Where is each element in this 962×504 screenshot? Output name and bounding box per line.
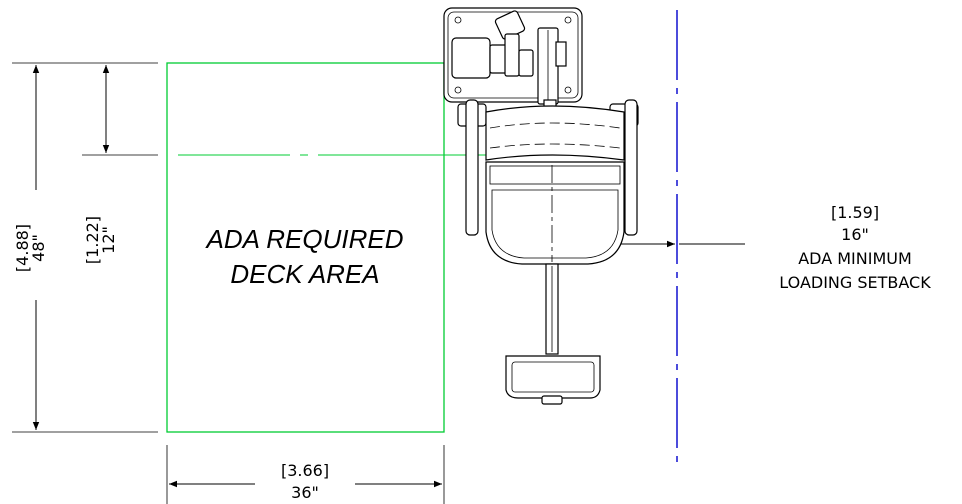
setback-label-line1: ADA MINIMUM [798, 249, 912, 268]
right-arm [624, 99, 638, 236]
setback-label-line2: LOADING SETBACK [779, 273, 931, 292]
deck-area-rect [166, 62, 445, 433]
dimension-height-outer: [4.88] 48" [12, 62, 158, 433]
dimension-height-inner: [1.22] 12" [82, 65, 158, 264]
dimension-setback: [1.59] 16" ADA MINIMUM LOADING SETBACK [552, 203, 931, 292]
seat-back [485, 105, 625, 161]
height-outer-metric: [4.88] [13, 224, 32, 272]
deck-area-label-line2: DECK AREA [230, 259, 379, 289]
deck-area-label-line1: ADA REQUIRED [205, 224, 404, 254]
setback-metric: [1.59] [831, 203, 879, 222]
height-outer-imperial: 48" [29, 234, 48, 262]
deck-area: ADA REQUIRED DECK AREA [166, 62, 560, 433]
seat [485, 161, 625, 265]
width-imperial: 36" [291, 483, 319, 502]
footrest [505, 355, 601, 399]
dimension-width: [3.66] 36" [166, 445, 445, 504]
height-inner-imperial: 12" [99, 226, 118, 254]
lift-drawing [443, 7, 639, 405]
setback-imperial: 16" [841, 225, 869, 244]
width-metric: [3.66] [281, 461, 329, 480]
motor [451, 37, 491, 79]
height-inner-metric: [1.22] [83, 216, 102, 264]
left-arm [465, 99, 479, 236]
